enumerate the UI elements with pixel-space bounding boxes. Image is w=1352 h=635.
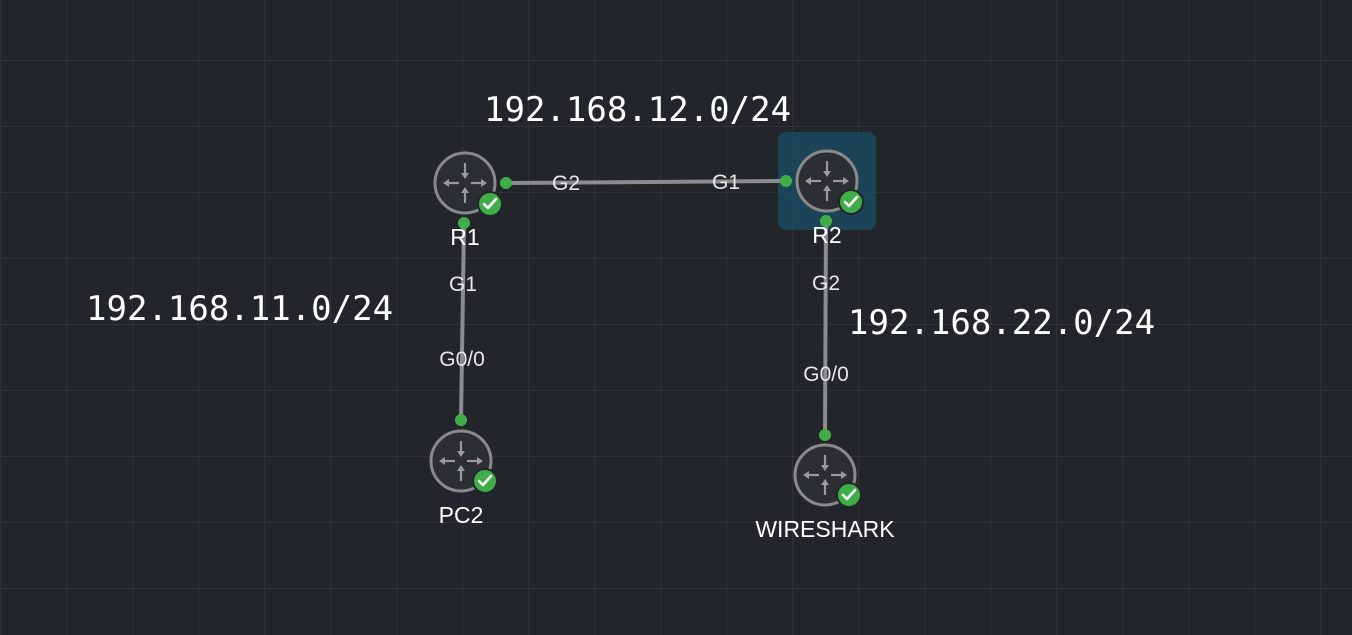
port-r2-g2[interactable] bbox=[820, 215, 832, 227]
node-pc2[interactable]: PC2 bbox=[429, 429, 499, 528]
links bbox=[459, 179, 828, 436]
ports bbox=[455, 175, 832, 441]
subnet-annotations: 192.168.12.0/24 192.168.11.0/24 192.168.… bbox=[86, 90, 1155, 343]
link-r1-pc2[interactable] bbox=[459, 221, 466, 421]
checkmark-icon bbox=[837, 188, 865, 216]
interface-labels: G2 G1 G1 G0/0 G2 G0/0 bbox=[439, 171, 849, 386]
if-label-pc2-g00: G0/0 bbox=[439, 348, 485, 371]
if-label-r2-g2: G2 bbox=[812, 272, 840, 295]
if-label-r1-g1: G1 bbox=[449, 273, 477, 296]
port-wireshark-g00[interactable] bbox=[819, 429, 831, 441]
link-r2-wireshark[interactable] bbox=[823, 219, 828, 436]
node-r2[interactable]: R2 bbox=[795, 149, 865, 248]
node-label-pc2: PC2 bbox=[439, 502, 484, 528]
link-r1-r2[interactable] bbox=[504, 179, 788, 185]
node-wireshark[interactable]: WIRESHARK bbox=[755, 443, 895, 542]
port-r1-g1[interactable] bbox=[458, 217, 470, 229]
subnet-label-22[interactable]: 192.168.22.0/24 bbox=[848, 303, 1155, 343]
node-r1[interactable]: R1 bbox=[433, 151, 504, 250]
port-pc2-g00[interactable] bbox=[455, 414, 467, 426]
if-label-r2-g1: G1 bbox=[712, 171, 740, 194]
node-label-wireshark: WIRESHARK bbox=[755, 516, 895, 542]
checkmark-icon bbox=[471, 467, 499, 495]
if-label-r1-g2: G2 bbox=[552, 172, 580, 195]
subnet-label-12[interactable]: 192.168.12.0/24 bbox=[484, 90, 791, 130]
if-label-wireshark-g00: G0/0 bbox=[803, 363, 849, 386]
checkmark-icon bbox=[476, 190, 504, 218]
checkmark-icon bbox=[835, 481, 863, 509]
port-r1-g2[interactable] bbox=[500, 177, 512, 189]
port-r2-g1[interactable] bbox=[780, 175, 792, 187]
subnet-label-11[interactable]: 192.168.11.0/24 bbox=[86, 289, 393, 329]
